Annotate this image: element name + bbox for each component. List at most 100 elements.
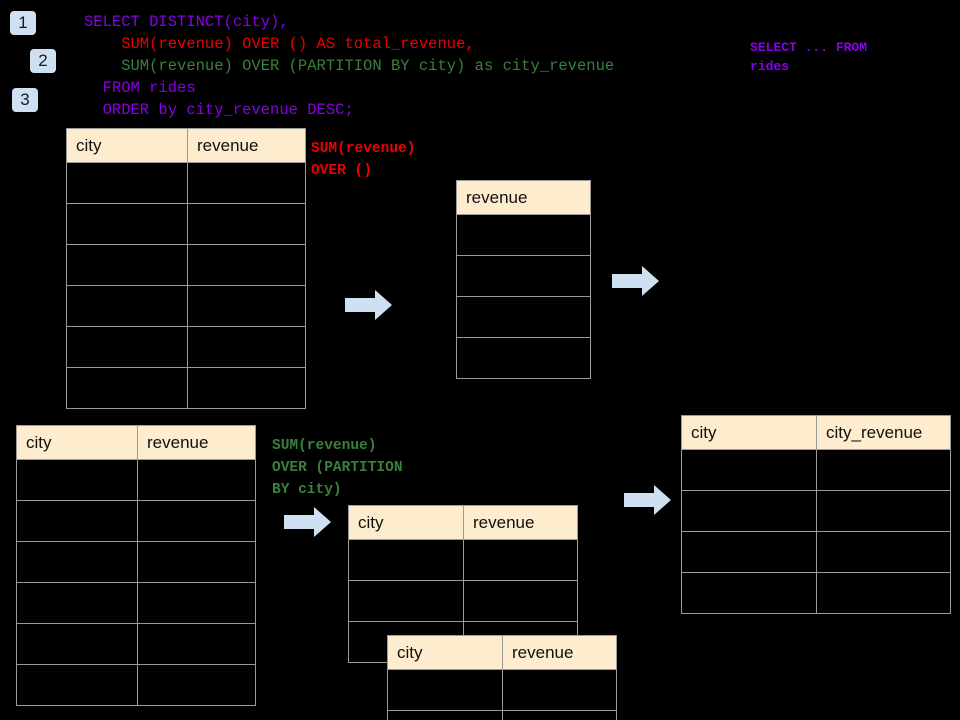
step-badge-3: 3	[12, 88, 38, 112]
table-row	[16, 541, 256, 583]
table-row	[387, 669, 617, 711]
table-header-row: city city_revenue	[681, 415, 951, 450]
table-row	[66, 244, 306, 286]
cell-revenue	[137, 459, 256, 501]
table-row	[456, 296, 591, 338]
cell-revenue	[456, 255, 591, 297]
table-row	[16, 623, 256, 665]
table-header-row: city revenue	[348, 505, 578, 540]
table-header-row: city revenue	[16, 425, 256, 460]
cell-city	[387, 669, 503, 711]
table-header-row: city revenue	[387, 635, 617, 670]
table-row	[16, 582, 256, 624]
cell-revenue	[456, 296, 591, 338]
table-row	[66, 162, 306, 204]
table-row	[66, 285, 306, 327]
cell-city	[16, 664, 138, 706]
cell-city	[16, 500, 138, 542]
label-sum-over-empty-line2: OVER ()	[311, 163, 372, 179]
table-rides-source-bottom: city revenue	[16, 425, 256, 706]
cell-revenue	[187, 162, 306, 204]
table-city-revenue-result: city city_revenue	[681, 415, 951, 614]
column-header-city: city	[66, 128, 188, 163]
label-sum-over-partition-line3: BY city)	[272, 482, 342, 498]
cell-city	[66, 367, 188, 409]
table-row	[681, 531, 951, 573]
cell-revenue	[137, 664, 256, 706]
column-header-city-revenue: city_revenue	[816, 415, 951, 450]
table-row	[387, 710, 617, 720]
column-header-revenue: revenue	[137, 425, 256, 460]
sql-line-select-distinct: SELECT DISTINCT(city),	[84, 13, 289, 31]
cell-city-revenue	[816, 531, 951, 573]
sql-line-total-revenue: SUM(revenue) OVER () AS total_revenue,	[84, 35, 475, 53]
cell-revenue	[463, 580, 578, 622]
label-sum-over-partition-line1: SUM(revenue)	[272, 438, 377, 454]
cell-revenue	[187, 203, 306, 245]
label-sum-over-empty-line1: SUM(revenue)	[311, 141, 416, 157]
cell-revenue	[187, 367, 306, 409]
arrow-partition-to-final	[624, 483, 672, 517]
step-badge-2: 2	[30, 49, 56, 73]
cell-revenue	[187, 326, 306, 368]
cell-city	[16, 582, 138, 624]
table-row	[66, 326, 306, 368]
sql-line-order-by: ORDER by city_revenue DESC;	[84, 101, 354, 119]
column-header-revenue: revenue	[502, 635, 617, 670]
cell-city	[681, 531, 817, 573]
table-row	[66, 203, 306, 245]
column-header-city: city	[348, 505, 464, 540]
label-sum-over-partition-line2: OVER (PARTITION	[272, 460, 403, 476]
cell-city	[66, 285, 188, 327]
table-partition-group-b: city revenue	[387, 635, 617, 720]
table-row	[348, 580, 578, 622]
cell-city	[66, 244, 188, 286]
cell-city	[66, 162, 188, 204]
cell-city	[16, 623, 138, 665]
column-header-city: city	[387, 635, 503, 670]
table-row	[681, 490, 951, 532]
table-rides-source-top: city revenue	[66, 128, 306, 409]
cell-city-revenue	[816, 572, 951, 614]
annotation-select-from-line1: SELECT ... FROM	[750, 40, 868, 55]
cell-city	[681, 490, 817, 532]
cell-city	[66, 326, 188, 368]
cell-city	[387, 710, 503, 720]
table-header-row: city revenue	[66, 128, 306, 163]
arrow-total-to-final	[612, 264, 660, 298]
column-header-revenue: revenue	[187, 128, 306, 163]
cell-revenue	[502, 710, 617, 720]
cell-revenue	[137, 623, 256, 665]
cell-city	[16, 459, 138, 501]
step-badge-1: 1	[10, 11, 36, 35]
column-header-city: city	[681, 415, 817, 450]
table-row	[456, 255, 591, 297]
table-row	[681, 449, 951, 491]
annotation-select-from-line2: rides	[750, 59, 790, 74]
column-header-city: city	[16, 425, 138, 460]
table-row	[66, 367, 306, 409]
table-total-revenue-result: revenue	[456, 180, 591, 379]
cell-revenue	[187, 285, 306, 327]
cell-revenue	[137, 582, 256, 624]
cell-city	[681, 572, 817, 614]
table-row	[456, 214, 591, 256]
cell-revenue	[456, 214, 591, 256]
arrow-source-to-total	[345, 288, 393, 322]
cell-revenue	[137, 500, 256, 542]
table-row	[681, 572, 951, 614]
table-row	[16, 500, 256, 542]
cell-revenue	[502, 669, 617, 711]
cell-city	[16, 541, 138, 583]
cell-city	[348, 539, 464, 581]
cell-city	[66, 203, 188, 245]
table-row	[348, 539, 578, 581]
cell-revenue	[187, 244, 306, 286]
column-header-revenue: revenue	[456, 180, 591, 215]
cell-city	[681, 449, 817, 491]
column-header-revenue: revenue	[463, 505, 578, 540]
cell-revenue	[456, 337, 591, 379]
table-row	[456, 337, 591, 379]
table-header-row: revenue	[456, 180, 591, 215]
